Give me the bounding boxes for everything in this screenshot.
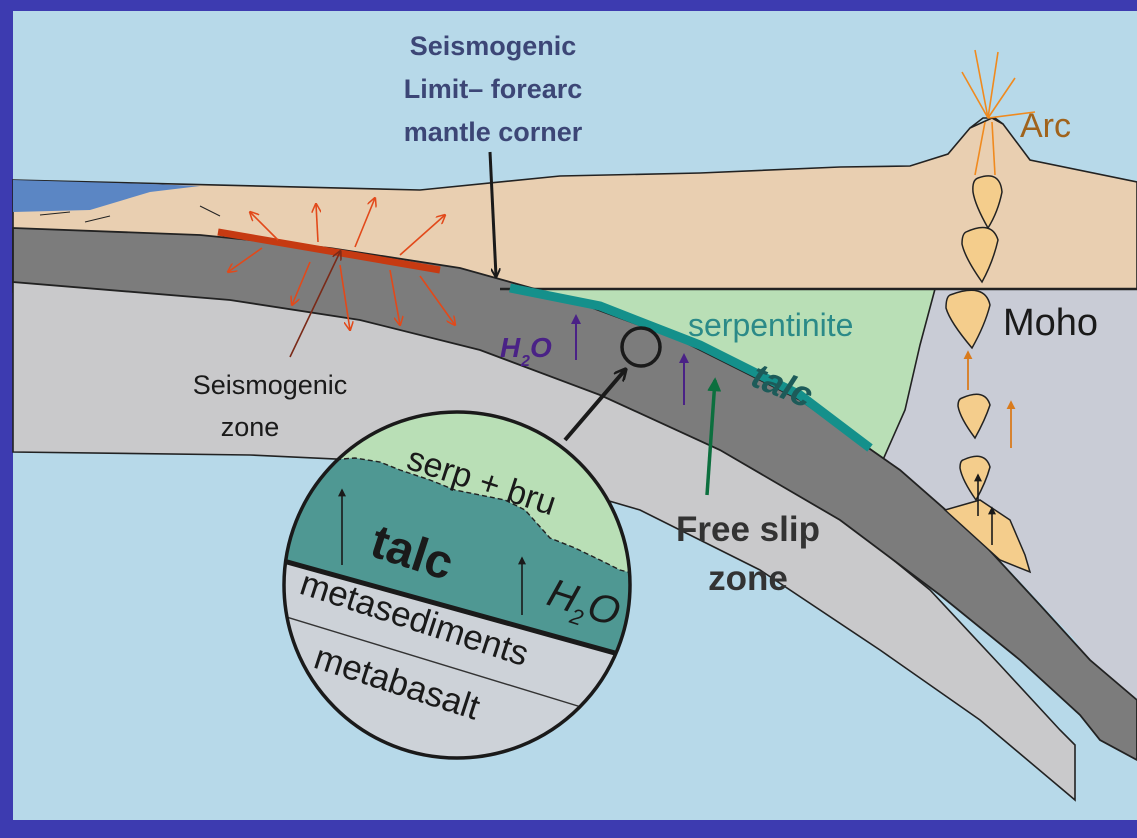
svg-text:Limit– forearc: Limit– forearc — [404, 74, 583, 104]
svg-text:mantle corner: mantle corner — [404, 117, 583, 147]
svg-text:H: H — [500, 332, 521, 363]
svg-text:Free slip: Free slip — [676, 510, 820, 549]
moho-label: Moho — [1003, 302, 1098, 344]
svg-text:Seismogenic: Seismogenic — [193, 370, 348, 400]
svg-text:zone: zone — [221, 412, 280, 442]
svg-text:zone: zone — [708, 559, 788, 598]
svg-text:2: 2 — [520, 353, 530, 370]
svg-text:O: O — [530, 332, 552, 363]
arc-label: Arc — [1020, 107, 1071, 145]
serpentinite-label: serpentinite — [688, 307, 853, 343]
title-label: Seismogenic Limit– forearc mantle corner — [404, 31, 583, 147]
svg-text:Seismogenic: Seismogenic — [410, 31, 577, 61]
